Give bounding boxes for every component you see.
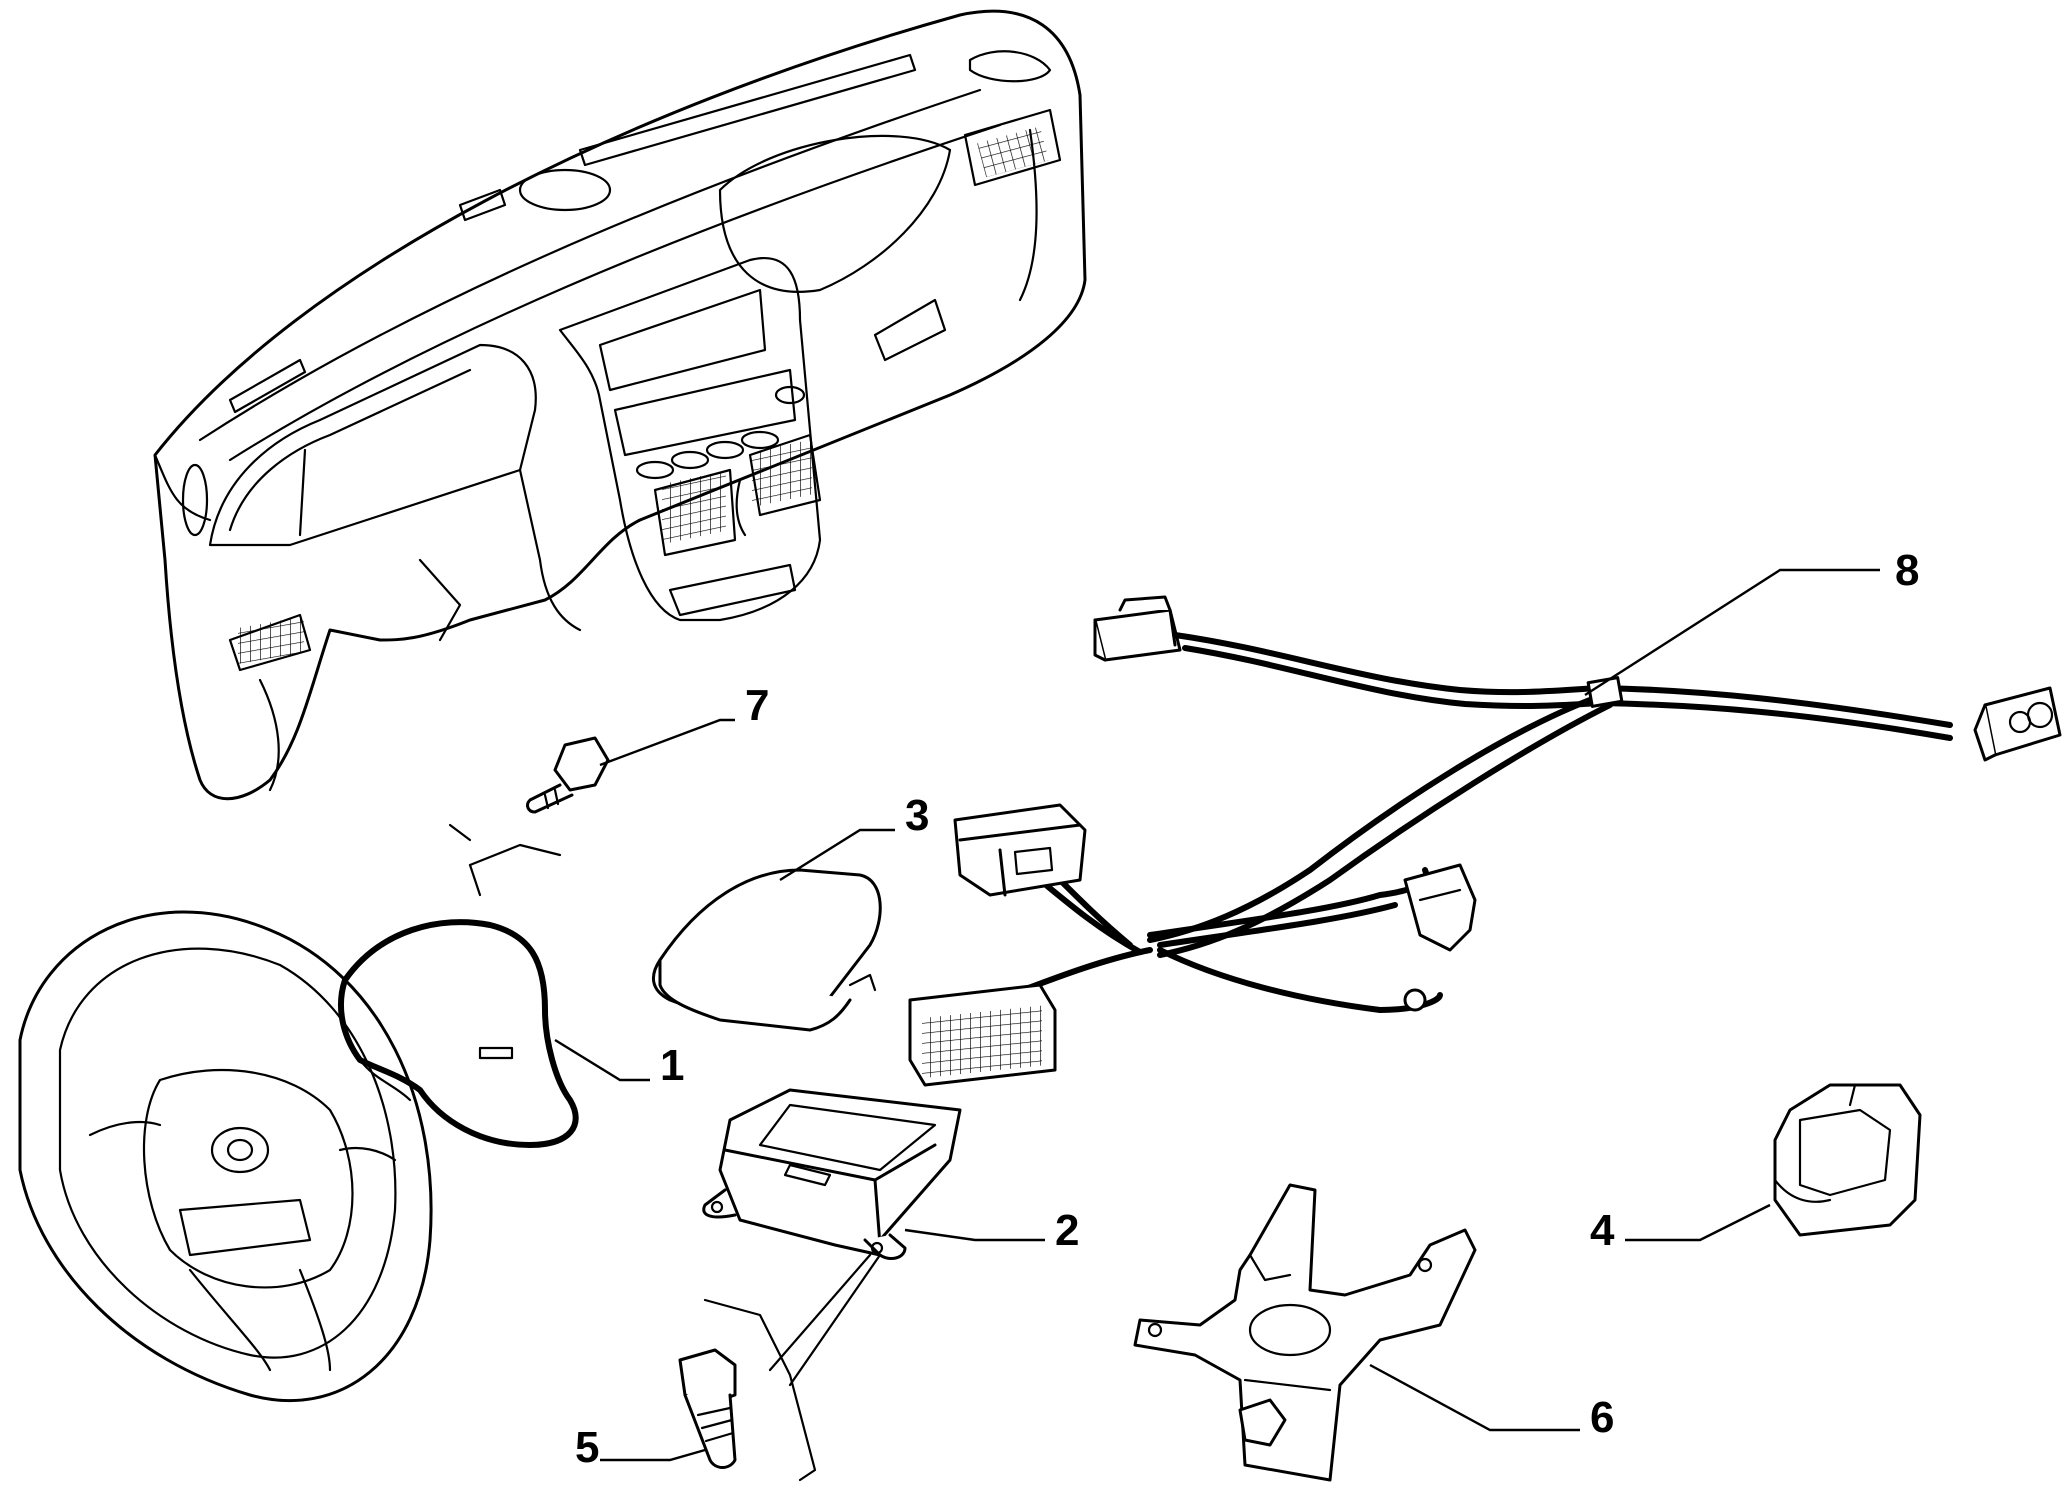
dashboard: [153, 9, 1087, 801]
part-1-airbag-module: [337, 823, 579, 1148]
callout-4: 4: [1590, 1206, 1615, 1255]
callout-8: 8: [1895, 546, 1919, 595]
callout-7: 7: [745, 681, 769, 730]
callout-labels: 8 7 3 1 2 4 5 6: [575, 546, 1919, 1472]
part-4-clip: [1773, 1083, 1922, 1237]
callout-2: 2: [1055, 1206, 1079, 1255]
mounting-guide-lines: [703, 1253, 882, 1482]
callout-3: 3: [905, 791, 929, 840]
part-7-screw: [526, 736, 610, 814]
leader-lines: [554, 568, 1880, 1462]
part-2-control-unit: [702, 1088, 962, 1260]
wiring-harness-8: [908, 595, 2062, 1087]
callout-5: 5: [575, 1423, 599, 1472]
steering-wheel: [18, 910, 433, 1403]
callout-1: 1: [660, 1041, 684, 1090]
part-5-bolt: [678, 1348, 737, 1469]
part-3-sensor-box: [651, 868, 882, 1032]
callout-6: 6: [1590, 1393, 1614, 1442]
part-6-bracket: [1133, 1183, 1477, 1482]
